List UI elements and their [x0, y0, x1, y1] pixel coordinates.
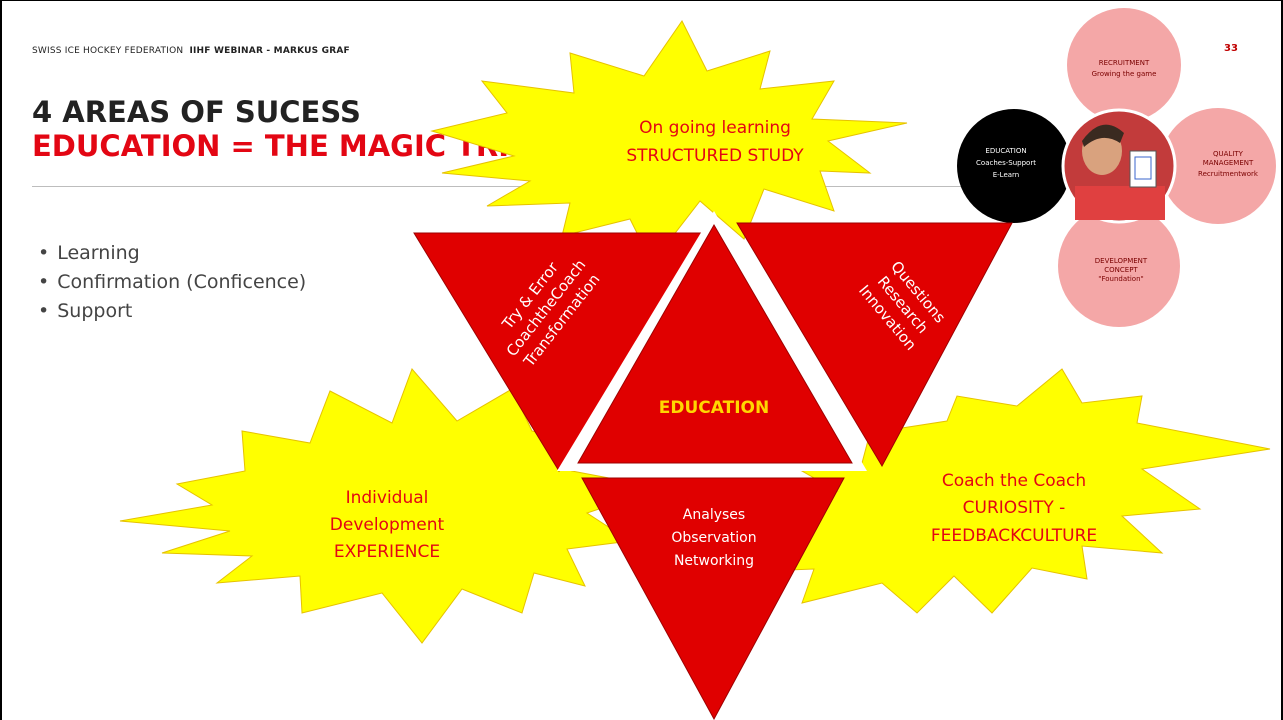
- star-top: [430, 20, 908, 264]
- star-top-line1: On going learning: [639, 118, 791, 138]
- circle-development-line1: DEVELOPMENT: [1095, 257, 1148, 265]
- slide-title: 4 AREAS OF SUCESS: [32, 95, 361, 129]
- circle-quality: [1160, 108, 1276, 224]
- triangle-right: [736, 222, 1013, 468]
- star-right-line1: Coach the Coach: [942, 471, 1086, 491]
- star-left-line3: EXPERIENCE: [334, 542, 440, 562]
- circle-recruitment-line1: RECRUITMENT: [1099, 59, 1150, 67]
- circle-education-line3: E-Learn: [993, 171, 1020, 179]
- bullet-item: Support: [38, 297, 306, 326]
- star-left-line2: Development: [330, 515, 445, 535]
- triangle-bottom: [581, 477, 845, 720]
- circle-education: [957, 109, 1071, 223]
- triangle-bottom-line3: Networking: [674, 553, 754, 569]
- circle-cluster: RECRUITMENT Growing the game QUALITY MAN…: [957, 8, 1276, 327]
- bullet-item: Learning: [38, 239, 306, 268]
- circle-development-line2: CONCEPT: [1104, 266, 1138, 274]
- circle-development: [1058, 205, 1180, 327]
- star-right-line3: FEEDBACKCULTURE: [931, 526, 1097, 546]
- page-number: 33: [1224, 43, 1238, 54]
- triangle-center: [577, 223, 853, 464]
- triangle-bottom-line1: Analyses: [683, 507, 745, 523]
- circle-quality-line1: QUALITY: [1213, 150, 1244, 158]
- bullet-item: Confirmation (Conficence): [38, 268, 306, 297]
- star-left: [119, 368, 664, 644]
- circle-recruitment: [1067, 8, 1181, 122]
- circle-education-line2: Coaches-Support: [976, 159, 1036, 167]
- header-text: SWISS ICE HOCKEY FEDERATION IIHF WEBINAR…: [32, 46, 350, 56]
- star-left-line1: Individual: [346, 488, 429, 508]
- star-top-line2: STRUCTURED STUDY: [626, 146, 804, 166]
- header-org: SWISS ICE HOCKEY FEDERATION: [32, 46, 184, 56]
- triangle-center-label: EDUCATION: [659, 398, 769, 418]
- circle-quality-line2: MANAGEMENT: [1203, 159, 1254, 167]
- slide-subtitle: EDUCATION = THE MAGIC TRI: [32, 129, 510, 163]
- circle-quality-line3: Recruitmentwork: [1198, 170, 1259, 178]
- coach-photo: [1061, 108, 1177, 224]
- triangle-bottom-line2: Observation: [671, 530, 756, 546]
- header-event: IIHF WEBINAR - MARKUS GRAF: [189, 46, 350, 56]
- bullet-list: Learning Confirmation (Conficence) Suppo…: [38, 239, 306, 326]
- circle-education-line1: EDUCATION: [985, 147, 1026, 155]
- circle-recruitment-line2: Growing the game: [1092, 70, 1157, 78]
- circle-development-line3: "Foundation": [1098, 275, 1144, 283]
- star-right-line2: CURIOSITY -: [963, 498, 1066, 518]
